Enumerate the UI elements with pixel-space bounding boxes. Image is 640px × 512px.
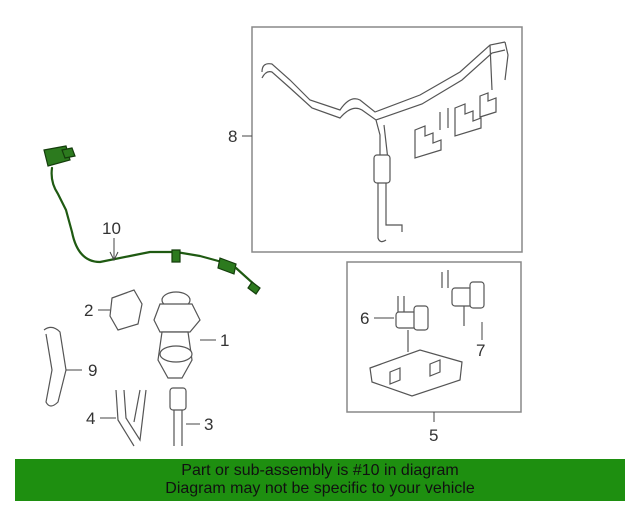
callout-7: 7 <box>476 341 485 360</box>
part-5-box <box>346 261 522 413</box>
part-6-valve <box>395 296 429 352</box>
callout-2: 2 <box>84 301 93 320</box>
banner-line-1: Part or sub-assembly is #10 in diagram <box>181 462 459 479</box>
part-2-gasket <box>109 289 143 331</box>
callout-5: 5 <box>429 426 438 445</box>
part-8-box <box>251 26 523 253</box>
part-8-pipe-assembly <box>261 41 509 243</box>
callout-3: 3 <box>204 415 213 434</box>
callout-8: 8 <box>228 127 237 146</box>
part-10-highlighted <box>43 145 261 295</box>
callout-1: 1 <box>220 331 229 350</box>
banner-line-2: Diagram may not be specific to your vehi… <box>165 480 475 497</box>
callout-9: 9 <box>88 361 97 380</box>
callout-4: 4 <box>86 409 95 428</box>
part-5-bracket <box>369 349 463 397</box>
part-1-valve <box>153 291 201 379</box>
part-9-hose <box>43 326 67 407</box>
part-7-valve <box>441 270 485 326</box>
part-3-pipe <box>169 387 187 446</box>
part-4-hose <box>115 389 147 447</box>
callout-10: 10 <box>102 219 121 238</box>
info-banner: Part or sub-assembly is #10 in diagram D… <box>15 459 625 501</box>
callout-6: 6 <box>360 309 369 328</box>
